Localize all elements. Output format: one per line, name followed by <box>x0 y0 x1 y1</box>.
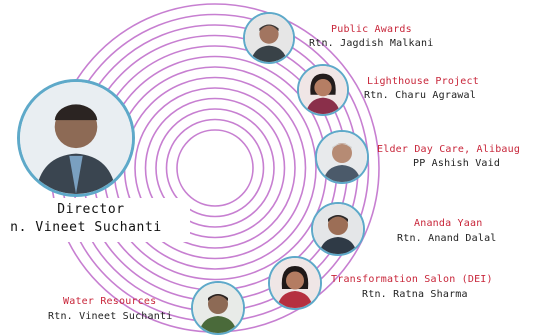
director-caption-backdrop <box>0 198 190 242</box>
role-public-awards: Public Awards <box>331 24 412 35</box>
member-photo-ananda-yaan <box>311 202 365 256</box>
director-name: n. Vineet Suchanti <box>10 220 162 235</box>
ring <box>176 129 254 207</box>
member-photo-lighthouse-project <box>297 64 349 116</box>
name-lighthouse-project: Rtn. Charu Agrawal <box>364 90 476 101</box>
ring <box>102 55 328 281</box>
member-photo-elder-day-care <box>315 130 369 184</box>
director-photo <box>17 79 135 197</box>
name-public-awards: Rtn. Jagdish Malkani <box>309 38 434 49</box>
member-photo-transformation-salon <box>268 256 322 310</box>
name-elder-day-care: PP Ashish Vaid <box>413 158 501 169</box>
name-transformation-salon: Rtn. Ratna Sharma <box>362 289 468 300</box>
ring <box>165 118 265 218</box>
role-elder-day-care: Elder Day Care, Alibaug <box>377 144 521 155</box>
member-photo-water-resources <box>191 281 245 335</box>
ring <box>134 87 296 249</box>
name-water-resources: Rtn. Vineet Suchanti <box>48 311 173 322</box>
name-ananda-yaan: Rtn. Anand Dalal <box>397 233 497 244</box>
director-title: Director <box>57 202 125 217</box>
role-water-resources: Water Resources <box>63 296 157 307</box>
ring <box>155 108 275 228</box>
ring <box>144 97 286 239</box>
member-photo-public-awards <box>243 12 295 64</box>
role-lighthouse-project: Lighthouse Project <box>367 76 479 87</box>
role-transformation-salon: Transformation Salon (DEI) <box>331 274 493 285</box>
role-ananda-yaan: Ananda Yaan <box>414 218 483 229</box>
